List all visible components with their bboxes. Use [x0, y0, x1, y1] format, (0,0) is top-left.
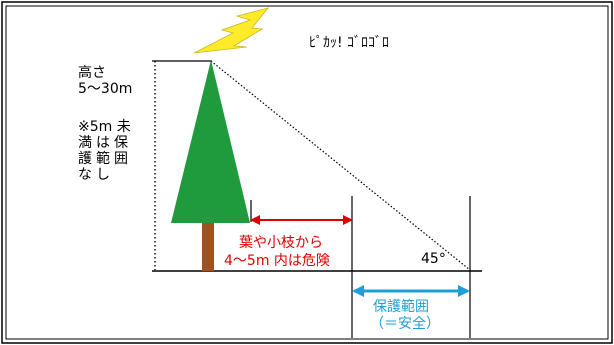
- inner-frame: [5, 5, 609, 340]
- angle-label: 45°: [421, 251, 446, 267]
- note-line-1: ※5m 未: [78, 119, 131, 135]
- tree-trunk: [202, 223, 214, 271]
- tree-canopy: [171, 60, 250, 223]
- note-column-1: 満護な: [78, 135, 92, 183]
- note-column-2: は範し: [96, 135, 110, 183]
- angle-dotted-line: [210, 60, 471, 271]
- danger-text-1: 葉や小枝から: [239, 235, 323, 251]
- danger-text-2: 4～5m 内は危険: [224, 253, 330, 269]
- lightning-bolt-icon: [193, 7, 270, 54]
- height-label: 高さ: [78, 64, 106, 81]
- height-value: 5～30m: [78, 81, 132, 97]
- note-column-3: 保囲: [114, 135, 128, 167]
- thunder-sound-text: ﾋﾟｶｯ! ｺﾞﾛｺﾞﾛ: [309, 35, 389, 51]
- safe-text-1: 保護範囲: [373, 298, 429, 315]
- safe-text-2: （＝安全）: [370, 315, 440, 332]
